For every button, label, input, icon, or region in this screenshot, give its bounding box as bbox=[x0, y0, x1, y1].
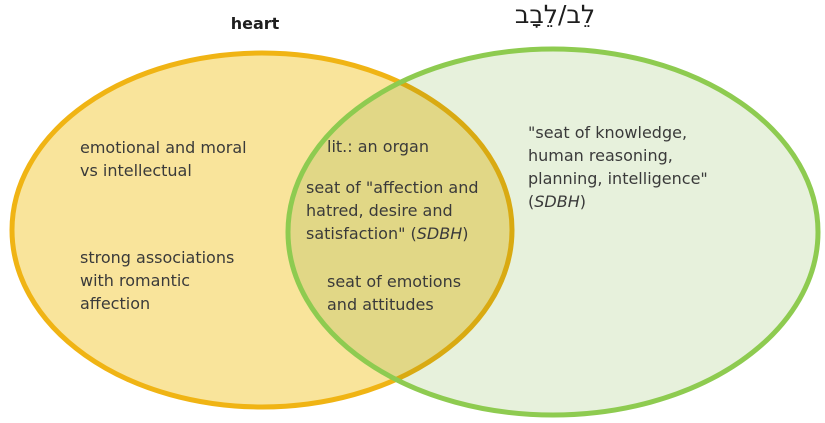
right-set-title-hebrew: לֵב/לֵבָב bbox=[514, 0, 596, 29]
left-set-title: heart bbox=[230, 14, 280, 33]
overlap-note-affection-text: seat of "affection and hatred, desire an… bbox=[306, 178, 479, 243]
right-note-knowledge-reasoning: "seat of knowledge, human reasoning, pla… bbox=[528, 121, 708, 213]
overlap-note-affection-close: ) bbox=[462, 224, 469, 243]
sdbh-source-citation: SDBH bbox=[416, 224, 463, 243]
left-note-romantic-affection: strong associations with romantic affect… bbox=[80, 248, 235, 313]
overlap-note-organ: lit.: an organ bbox=[327, 137, 429, 156]
overlap-note-emotions-attitudes: seat of emotions and attitudes bbox=[327, 272, 462, 314]
right-note-knowledge-text: "seat of knowledge, human reasoning, pla… bbox=[528, 123, 708, 211]
overlap-note-affection-hatred: seat of "affection and hatred, desire an… bbox=[306, 176, 479, 245]
right-ellipse-fill bbox=[288, 49, 818, 415]
left-note-emotional-vs-intellectual: emotional and moral vs intellectual bbox=[80, 138, 247, 180]
right-note-knowledge-close: ) bbox=[579, 192, 586, 211]
sdbh-source-citation: SDBH bbox=[534, 192, 580, 211]
right-ellipse-outline bbox=[285, 46, 821, 418]
